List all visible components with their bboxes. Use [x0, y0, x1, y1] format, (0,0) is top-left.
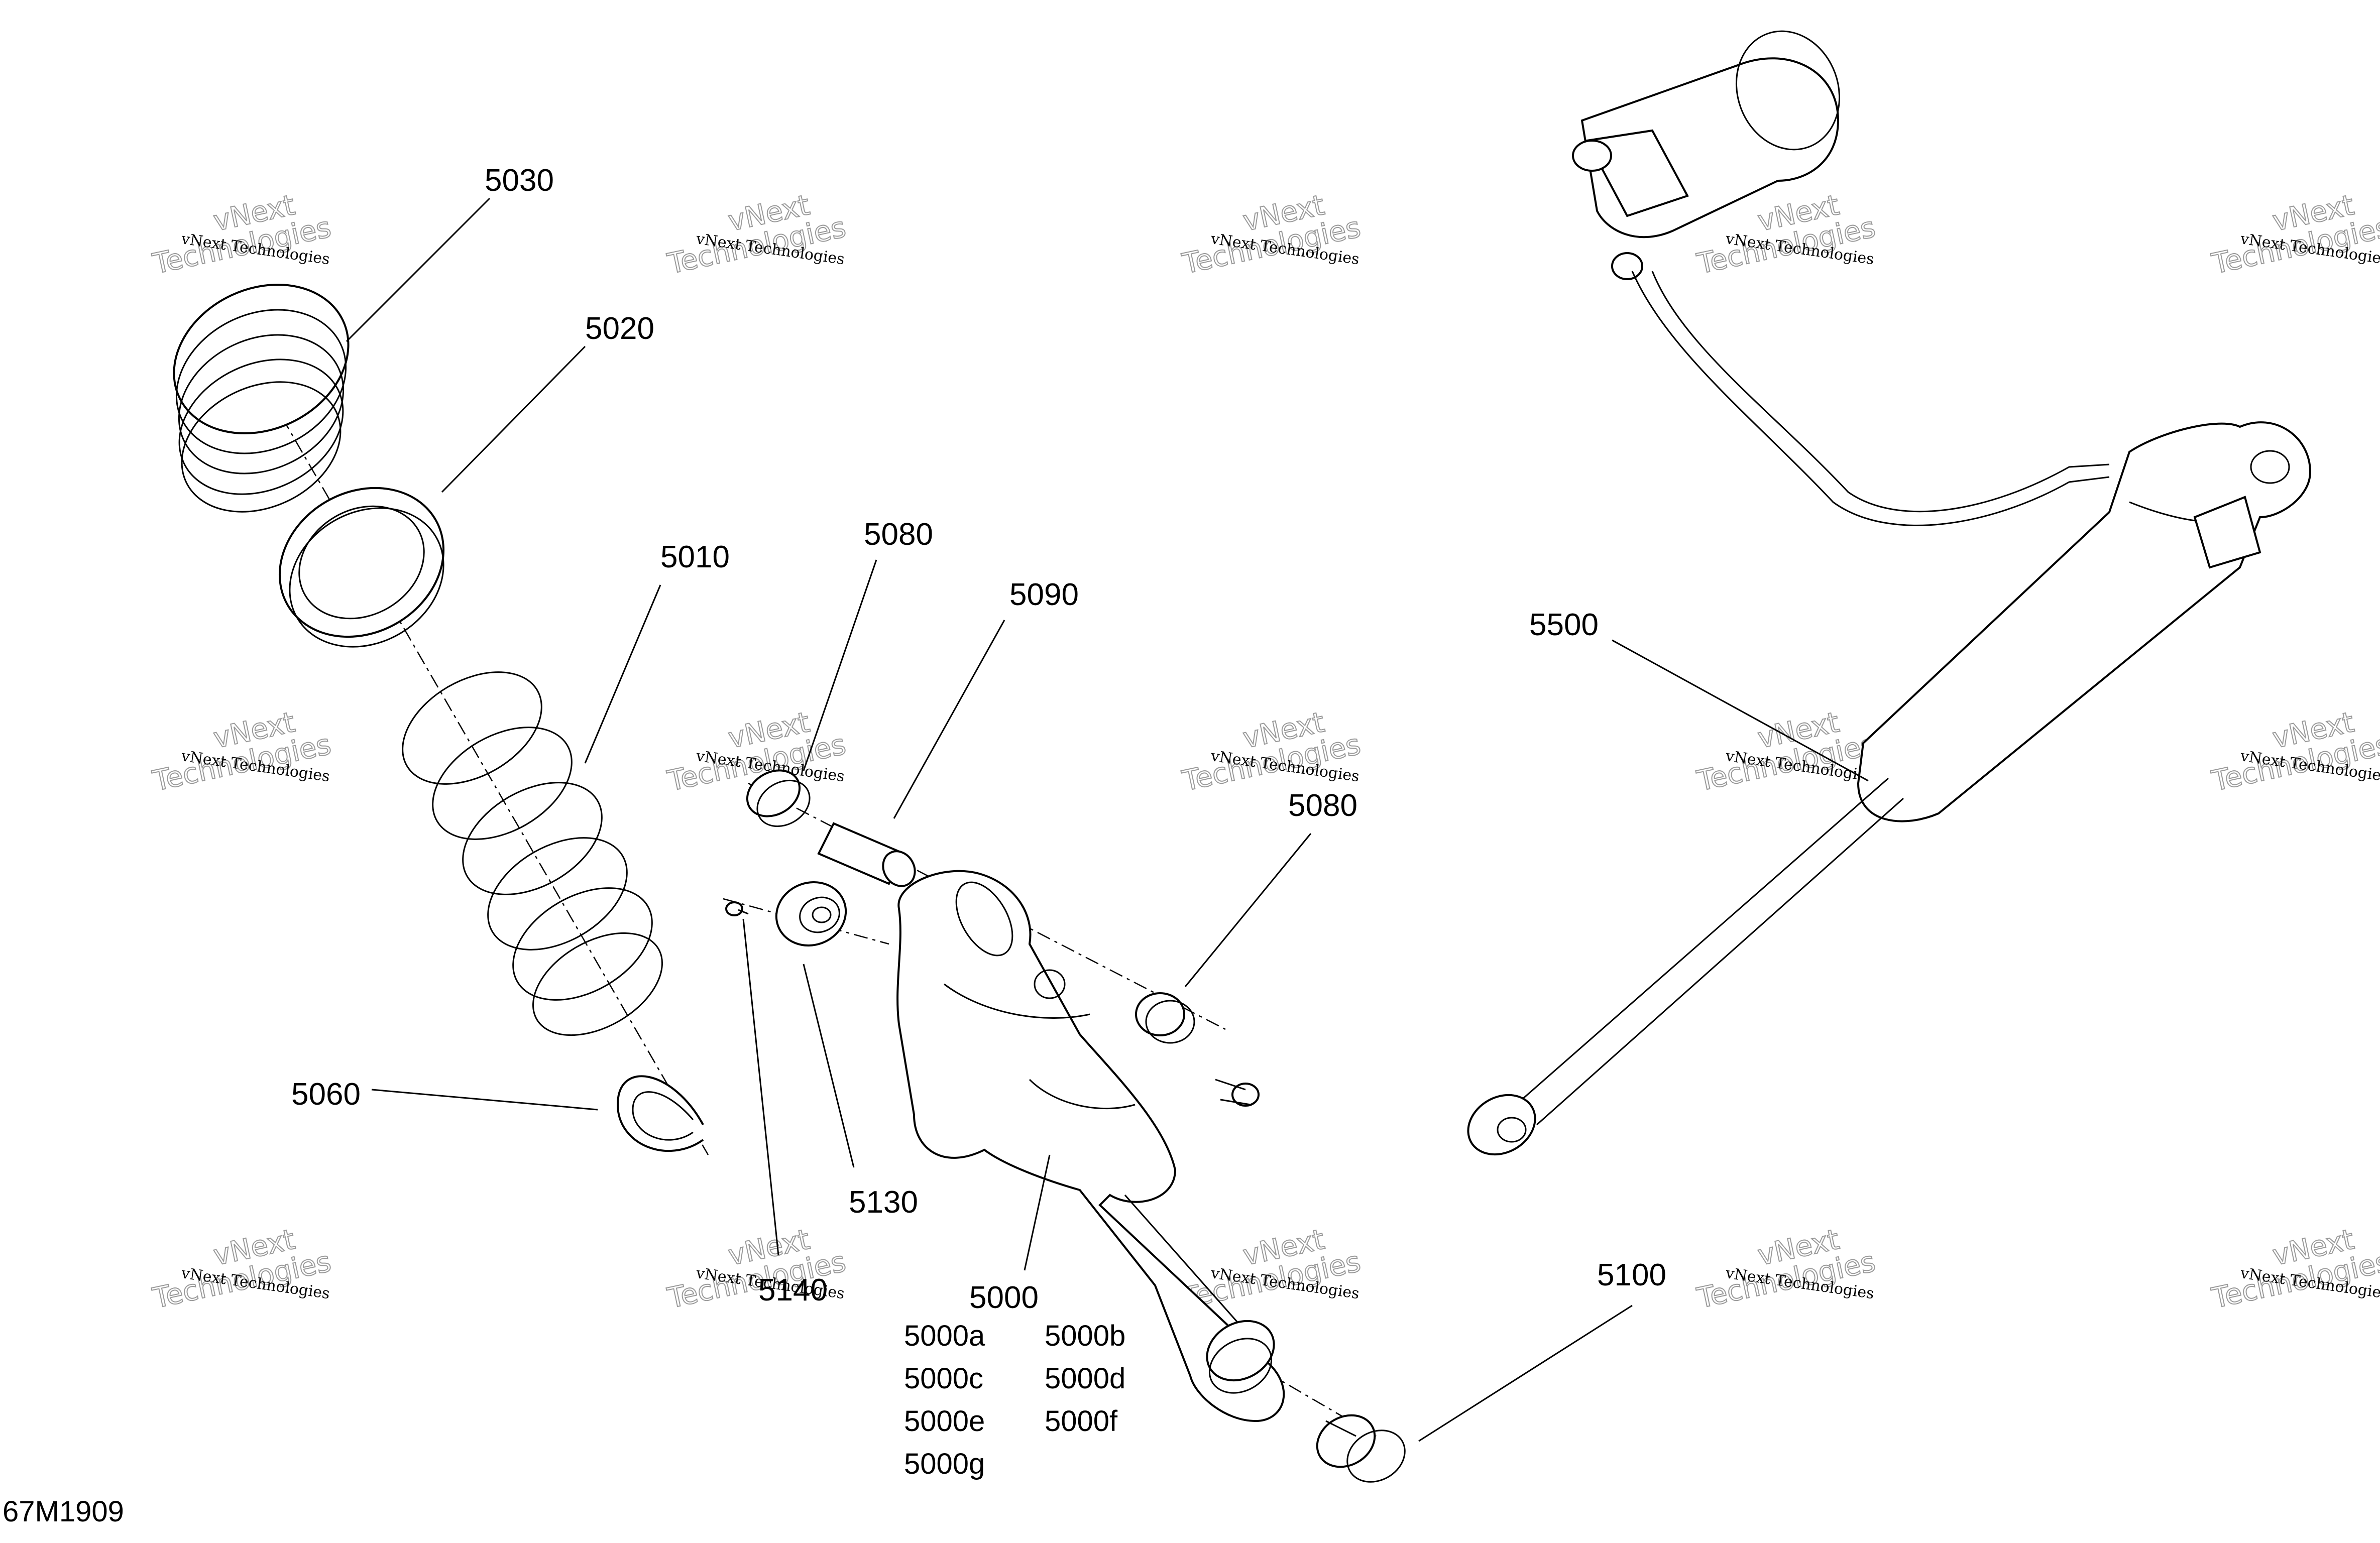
remote-reservoir-shock-5500 — [1467, 30, 2312, 1156]
spacer-5090 — [817, 822, 916, 887]
c-clip-5060 — [616, 1075, 704, 1152]
bolt — [1215, 1079, 1260, 1107]
callout-5090: 5090 — [1009, 577, 1079, 612]
variant-5000g: 5000g — [904, 1448, 985, 1480]
variant-5000d: 5000d — [1045, 1362, 1125, 1395]
callout-5020: 5020 — [585, 311, 654, 346]
callout-5000: 5000 — [969, 1280, 1039, 1315]
callout-5140: 5140 — [758, 1273, 828, 1308]
callout-5030: 5030 — [485, 163, 554, 198]
screw-5140 — [725, 901, 749, 916]
callout-5060: 5060 — [291, 1077, 361, 1112]
drawing-code: 67M1909 — [3, 1495, 124, 1528]
variant-5000a: 5000a — [904, 1320, 985, 1352]
adjuster-knob-5130 — [775, 881, 847, 946]
bushing-5080-right — [1135, 992, 1195, 1044]
callout-5010: 5010 — [660, 540, 730, 574]
shock-absorber-5000 — [896, 870, 1285, 1422]
bushing-5100 — [1316, 1414, 1406, 1483]
callout-5080-lower: 5080 — [1288, 788, 1357, 823]
variant-5000f: 5000f — [1045, 1405, 1118, 1438]
leader-lines — [346, 197, 1869, 1442]
callout-5100: 5100 — [1597, 1258, 1666, 1292]
variant-5000c: 5000c — [904, 1362, 983, 1395]
bushing-5080-left — [746, 769, 811, 827]
callout-5130: 5130 — [849, 1185, 918, 1220]
callout-5500: 5500 — [1529, 608, 1599, 642]
callout-5080-upper: 5080 — [864, 517, 933, 552]
spring-retainer-5020 — [278, 487, 445, 648]
top-spring-5030 — [173, 284, 350, 513]
main-spring-5010 — [402, 671, 663, 1036]
variant-5000e: 5000e — [904, 1405, 985, 1438]
variant-5000b: 5000b — [1045, 1320, 1125, 1352]
callout-labels: 5030 5020 5010 5080 5090 5080 5500 5060 … — [3, 163, 1666, 1528]
